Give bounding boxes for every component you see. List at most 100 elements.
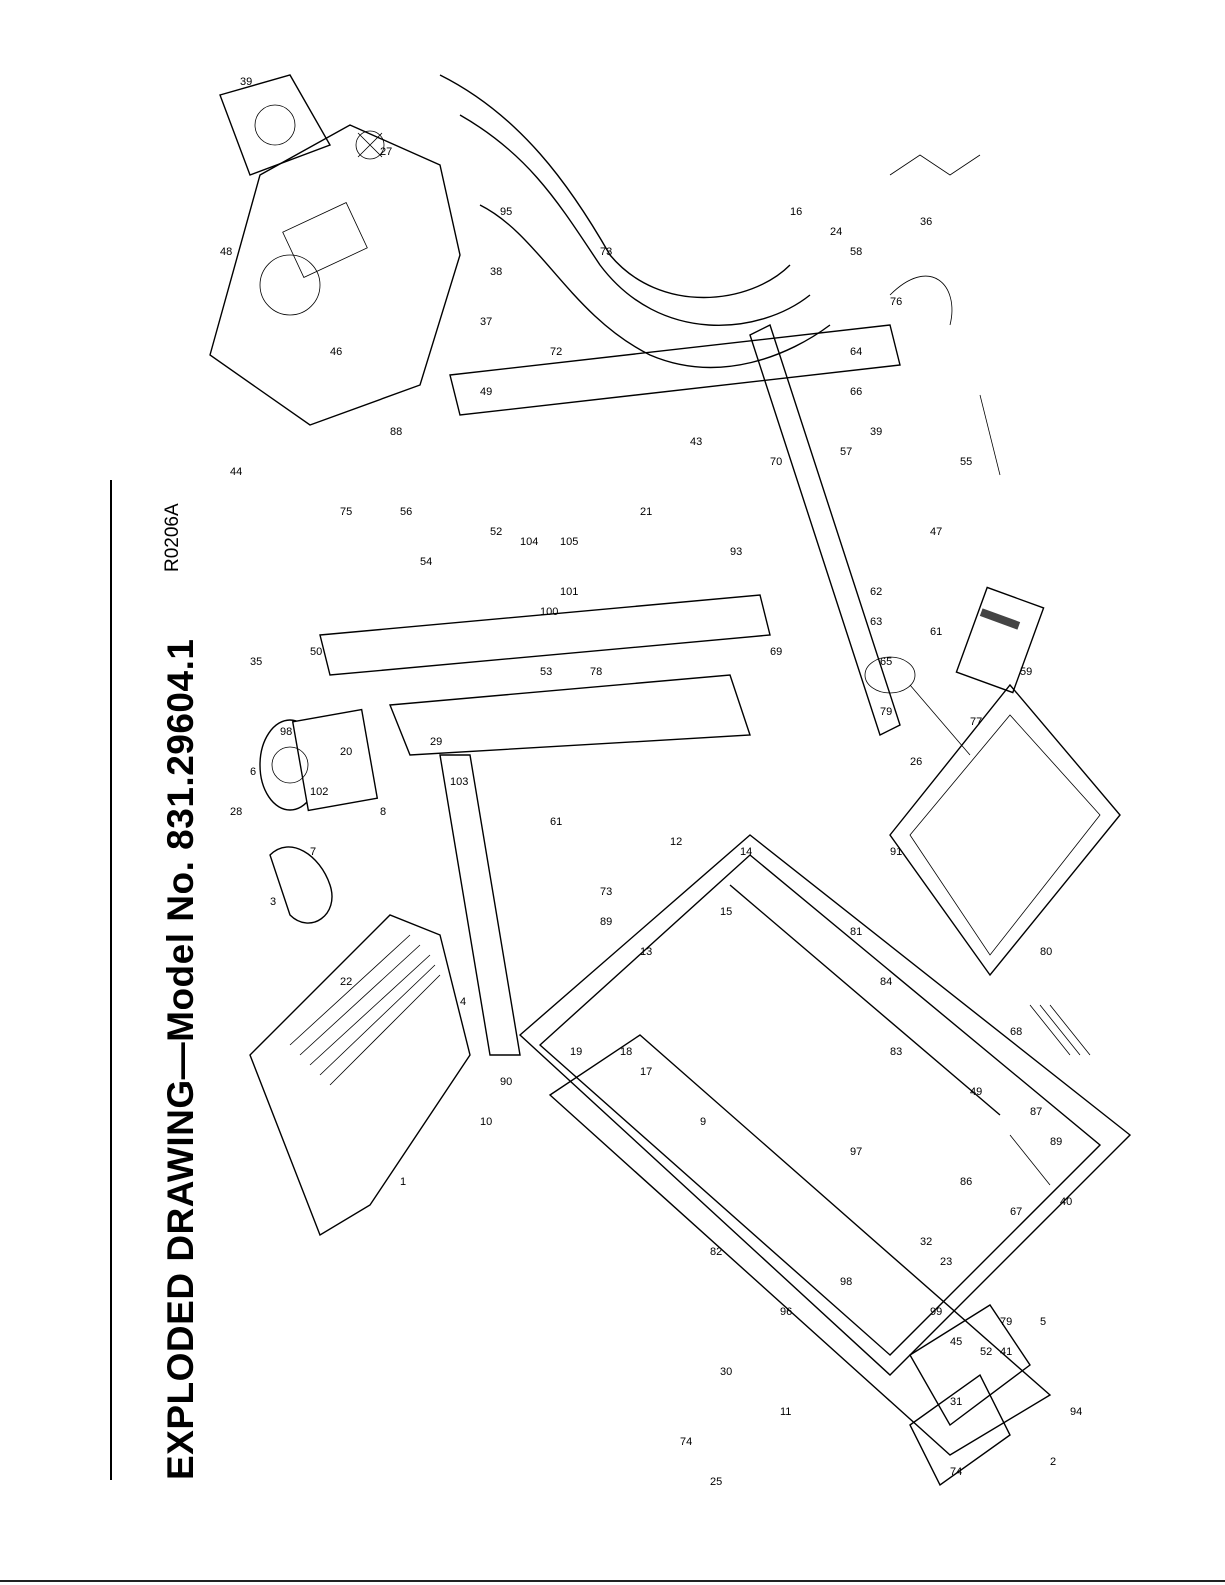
callout-22: 22 — [340, 976, 352, 988]
callout-3: 3 — [270, 896, 276, 908]
bolt-set — [1009, 1004, 1091, 1186]
callout-39: 39 — [870, 426, 882, 438]
callout-6: 6 — [250, 766, 256, 778]
base-frame — [389, 674, 751, 1056]
console-assembly — [209, 74, 461, 426]
callout-82: 81 — [850, 926, 862, 938]
callout-47: 48 — [220, 246, 232, 258]
callout-21: 21 — [640, 506, 652, 518]
callout-30: 30 — [720, 1366, 732, 1378]
callout-16: 16 — [790, 206, 802, 218]
callout-45: 46 — [330, 346, 342, 358]
callout-12: 12 — [670, 836, 682, 848]
callout-92: 91 — [890, 846, 902, 858]
callout-68: 68 — [1010, 1026, 1022, 1038]
callout-85: 84 — [880, 976, 892, 988]
callout-29: 29 — [430, 736, 442, 748]
callout-51: 52 — [490, 526, 502, 538]
callout-70: 70 — [770, 456, 782, 468]
callout-102: 101 — [560, 586, 578, 598]
callout-11: 11 — [780, 1406, 791, 1418]
callout-77: 77 — [970, 716, 982, 728]
electronics-tray — [889, 683, 1121, 977]
callout-37: 38 — [490, 266, 502, 278]
callout-56: 56 — [400, 506, 412, 518]
callout-55: 55 — [960, 456, 972, 468]
callout-13: 13 — [640, 946, 652, 958]
callout-76: 76 — [890, 296, 902, 308]
callout-65: 65 — [880, 656, 892, 668]
callout-91: 90 — [500, 1076, 512, 1088]
callout-4: 4 — [460, 996, 466, 1008]
callout-5: 5 — [1040, 1316, 1046, 1328]
callout-20: 20 — [340, 746, 352, 758]
callout-14: 14 — [740, 846, 752, 858]
callout-62: 62 — [870, 586, 882, 598]
callout-61: 61 — [930, 626, 942, 638]
handrails — [439, 74, 831, 369]
callout-73b: 74 — [950, 1466, 962, 1478]
callout-90: 89 — [600, 916, 612, 928]
callout-80: 79 — [1000, 1316, 1012, 1328]
callout-42: 43 — [690, 436, 702, 448]
callout-34: 35 — [250, 656, 262, 668]
callout-71: 72 — [550, 346, 562, 358]
controller-board — [955, 586, 1045, 694]
callout-105: 104 — [520, 536, 538, 548]
callout-23: 23 — [940, 1256, 952, 1268]
callout-49: 49 — [970, 1086, 982, 1098]
reference-code: R0206A — [162, 503, 183, 572]
callout-41: 41 — [1000, 1346, 1012, 1358]
callout-96: 96 — [780, 1306, 792, 1318]
callout-94: 94 — [1070, 1406, 1082, 1418]
callout-95: 95 — [500, 206, 512, 218]
callout-40: 40 — [1060, 1196, 1072, 1208]
callout-86: 86 — [960, 1176, 972, 1188]
side-rail — [548, 1034, 1052, 1456]
callout-63: 63 — [870, 616, 882, 628]
callout-97: 97 — [850, 1146, 862, 1158]
callout-31: 31 — [950, 1396, 962, 1408]
callout-36: 37 — [480, 316, 492, 328]
exploded-diagram: 39 27 48 46 44 88 37 49 73 72 38 95 16 2… — [209, 74, 1132, 1488]
callout-104: 103 — [450, 776, 468, 788]
callout-27: 27 — [380, 146, 392, 158]
uprights — [319, 324, 901, 736]
callout-46: 47 — [930, 526, 942, 538]
callout-54: 54 — [420, 556, 432, 568]
callout-93: 93 — [730, 546, 742, 558]
callout-89: 89 — [1050, 1136, 1062, 1148]
callout-78: 78 — [590, 666, 602, 678]
callout-44: 45 — [950, 1336, 962, 1348]
callout-57: 57 — [840, 446, 852, 458]
callout-50: 50 — [310, 646, 322, 658]
bottom-edge — [0, 1580, 1225, 1582]
callout-15: 15 — [720, 906, 732, 918]
callout-32: 32 — [920, 1236, 932, 1248]
callout-73: 73 — [600, 886, 612, 898]
callout-8: 8 — [380, 806, 386, 818]
callout-18: 18 — [620, 1046, 632, 1058]
callout-10: 10 — [480, 1116, 492, 1128]
motor — [259, 708, 379, 812]
callout-26: 26 — [910, 756, 922, 768]
motor-hood — [249, 914, 471, 1237]
callout-59: 59 — [1020, 666, 1032, 678]
fan-part — [355, 130, 385, 160]
callout-25: 25 — [710, 1476, 722, 1488]
callout-103: 102 — [310, 786, 328, 798]
callout-35: 36 — [920, 216, 932, 228]
callout-101: 100 — [540, 606, 558, 618]
callout-60: 61 — [550, 816, 562, 828]
wire-harness — [889, 154, 1001, 476]
callout-labels: 39 27 48 46 44 88 37 49 73 72 38 95 16 2… — [220, 76, 1082, 1488]
callout-99: 98 — [280, 726, 292, 738]
rear-endcaps — [909, 1304, 1031, 1487]
callout-74: 74 — [680, 1436, 692, 1448]
callout-9: 9 — [700, 1116, 706, 1128]
callout-7: 7 — [310, 846, 316, 858]
callout-69: 69 — [770, 646, 782, 658]
callout-2: 2 — [1050, 1456, 1056, 1468]
callout-87: 87 — [1030, 1106, 1042, 1118]
callout-58: 58 — [850, 246, 862, 258]
